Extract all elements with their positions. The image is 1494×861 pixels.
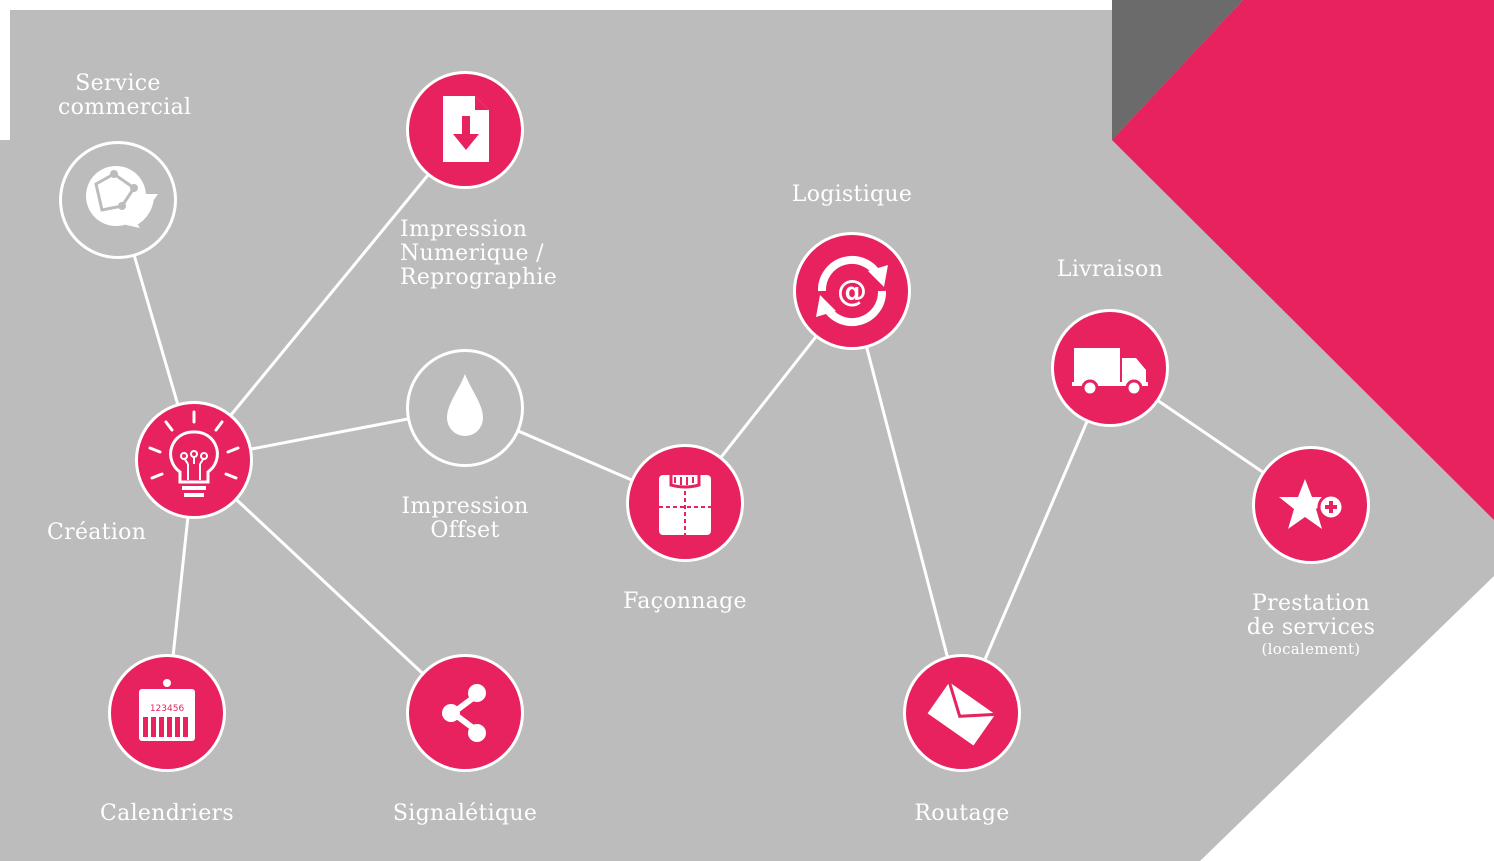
line-logistique-routage — [850, 290, 964, 714]
label-impression-numerique: Impression Numerique / Reprographie — [400, 218, 557, 290]
line-routage-livraison — [960, 367, 1112, 714]
label-prestation: Prestation de services (localement) — [1246, 591, 1376, 659]
truck-icon — [1072, 348, 1148, 397]
label-logistique: Logistique — [791, 182, 913, 207]
line-creation-signaletique — [192, 458, 467, 715]
label-faconnage: Façonnage — [623, 589, 747, 614]
label-line-2: commercial — [58, 95, 192, 120]
node-impression-offset — [406, 349, 524, 467]
pink-corner-shape — [1112, 0, 1494, 520]
label-line-1: Service — [75, 71, 161, 96]
calendar-digits: 123456 — [150, 704, 185, 714]
node-livraison — [1051, 309, 1169, 427]
label-line-3: (localement) — [1261, 640, 1361, 658]
label-line-1: Impression — [401, 494, 529, 519]
node-signaletique — [406, 654, 524, 772]
label-livraison: Livraison — [1056, 257, 1164, 282]
at-sync-icon: @ — [816, 255, 888, 327]
label-service-commercial: Service commercial — [58, 71, 192, 120]
node-calendriers: 123456 — [108, 654, 226, 772]
label-calendriers: Calendriers — [100, 801, 234, 826]
node-impression-numerique — [406, 71, 524, 189]
label-line-2: Offset — [430, 518, 500, 543]
svg-text:@: @ — [837, 274, 867, 309]
left-white-notch — [0, 10, 10, 140]
envelope-icon — [927, 681, 996, 746]
node-creation — [135, 401, 253, 519]
calendar-icon: 123456 — [139, 679, 195, 741]
node-routage — [903, 654, 1021, 772]
label-line-1: Prestation — [1252, 591, 1370, 616]
label-routage: Routage — [914, 801, 1010, 826]
label-line-1: Impression — [400, 217, 528, 242]
share-icon — [442, 684, 486, 742]
drop-icon — [447, 374, 483, 436]
file-download-icon — [443, 96, 489, 162]
star-plus-icon — [1279, 479, 1345, 529]
lightbulb-icon — [148, 410, 240, 497]
top-strip-fill — [0, 0, 1112, 10]
bottom-right-white-corner — [1200, 576, 1494, 861]
node-service-commercial — [59, 141, 177, 259]
globe-refresh-icon — [86, 166, 158, 228]
node-prestation — [1252, 446, 1370, 564]
label-line-3: Reprographie — [400, 265, 558, 290]
line-numerique-creation — [192, 129, 467, 461]
label-line-2: de services — [1246, 615, 1376, 640]
node-logistique: @ — [793, 232, 911, 350]
label-creation: Création — [47, 520, 147, 545]
folded-package-icon — [659, 475, 711, 535]
label-signaletique: Signalétique — [392, 801, 538, 826]
label-line-2: Numerique / — [400, 241, 544, 266]
node-faconnage — [626, 444, 744, 562]
label-impression-offset: Impression Offset — [401, 495, 528, 543]
